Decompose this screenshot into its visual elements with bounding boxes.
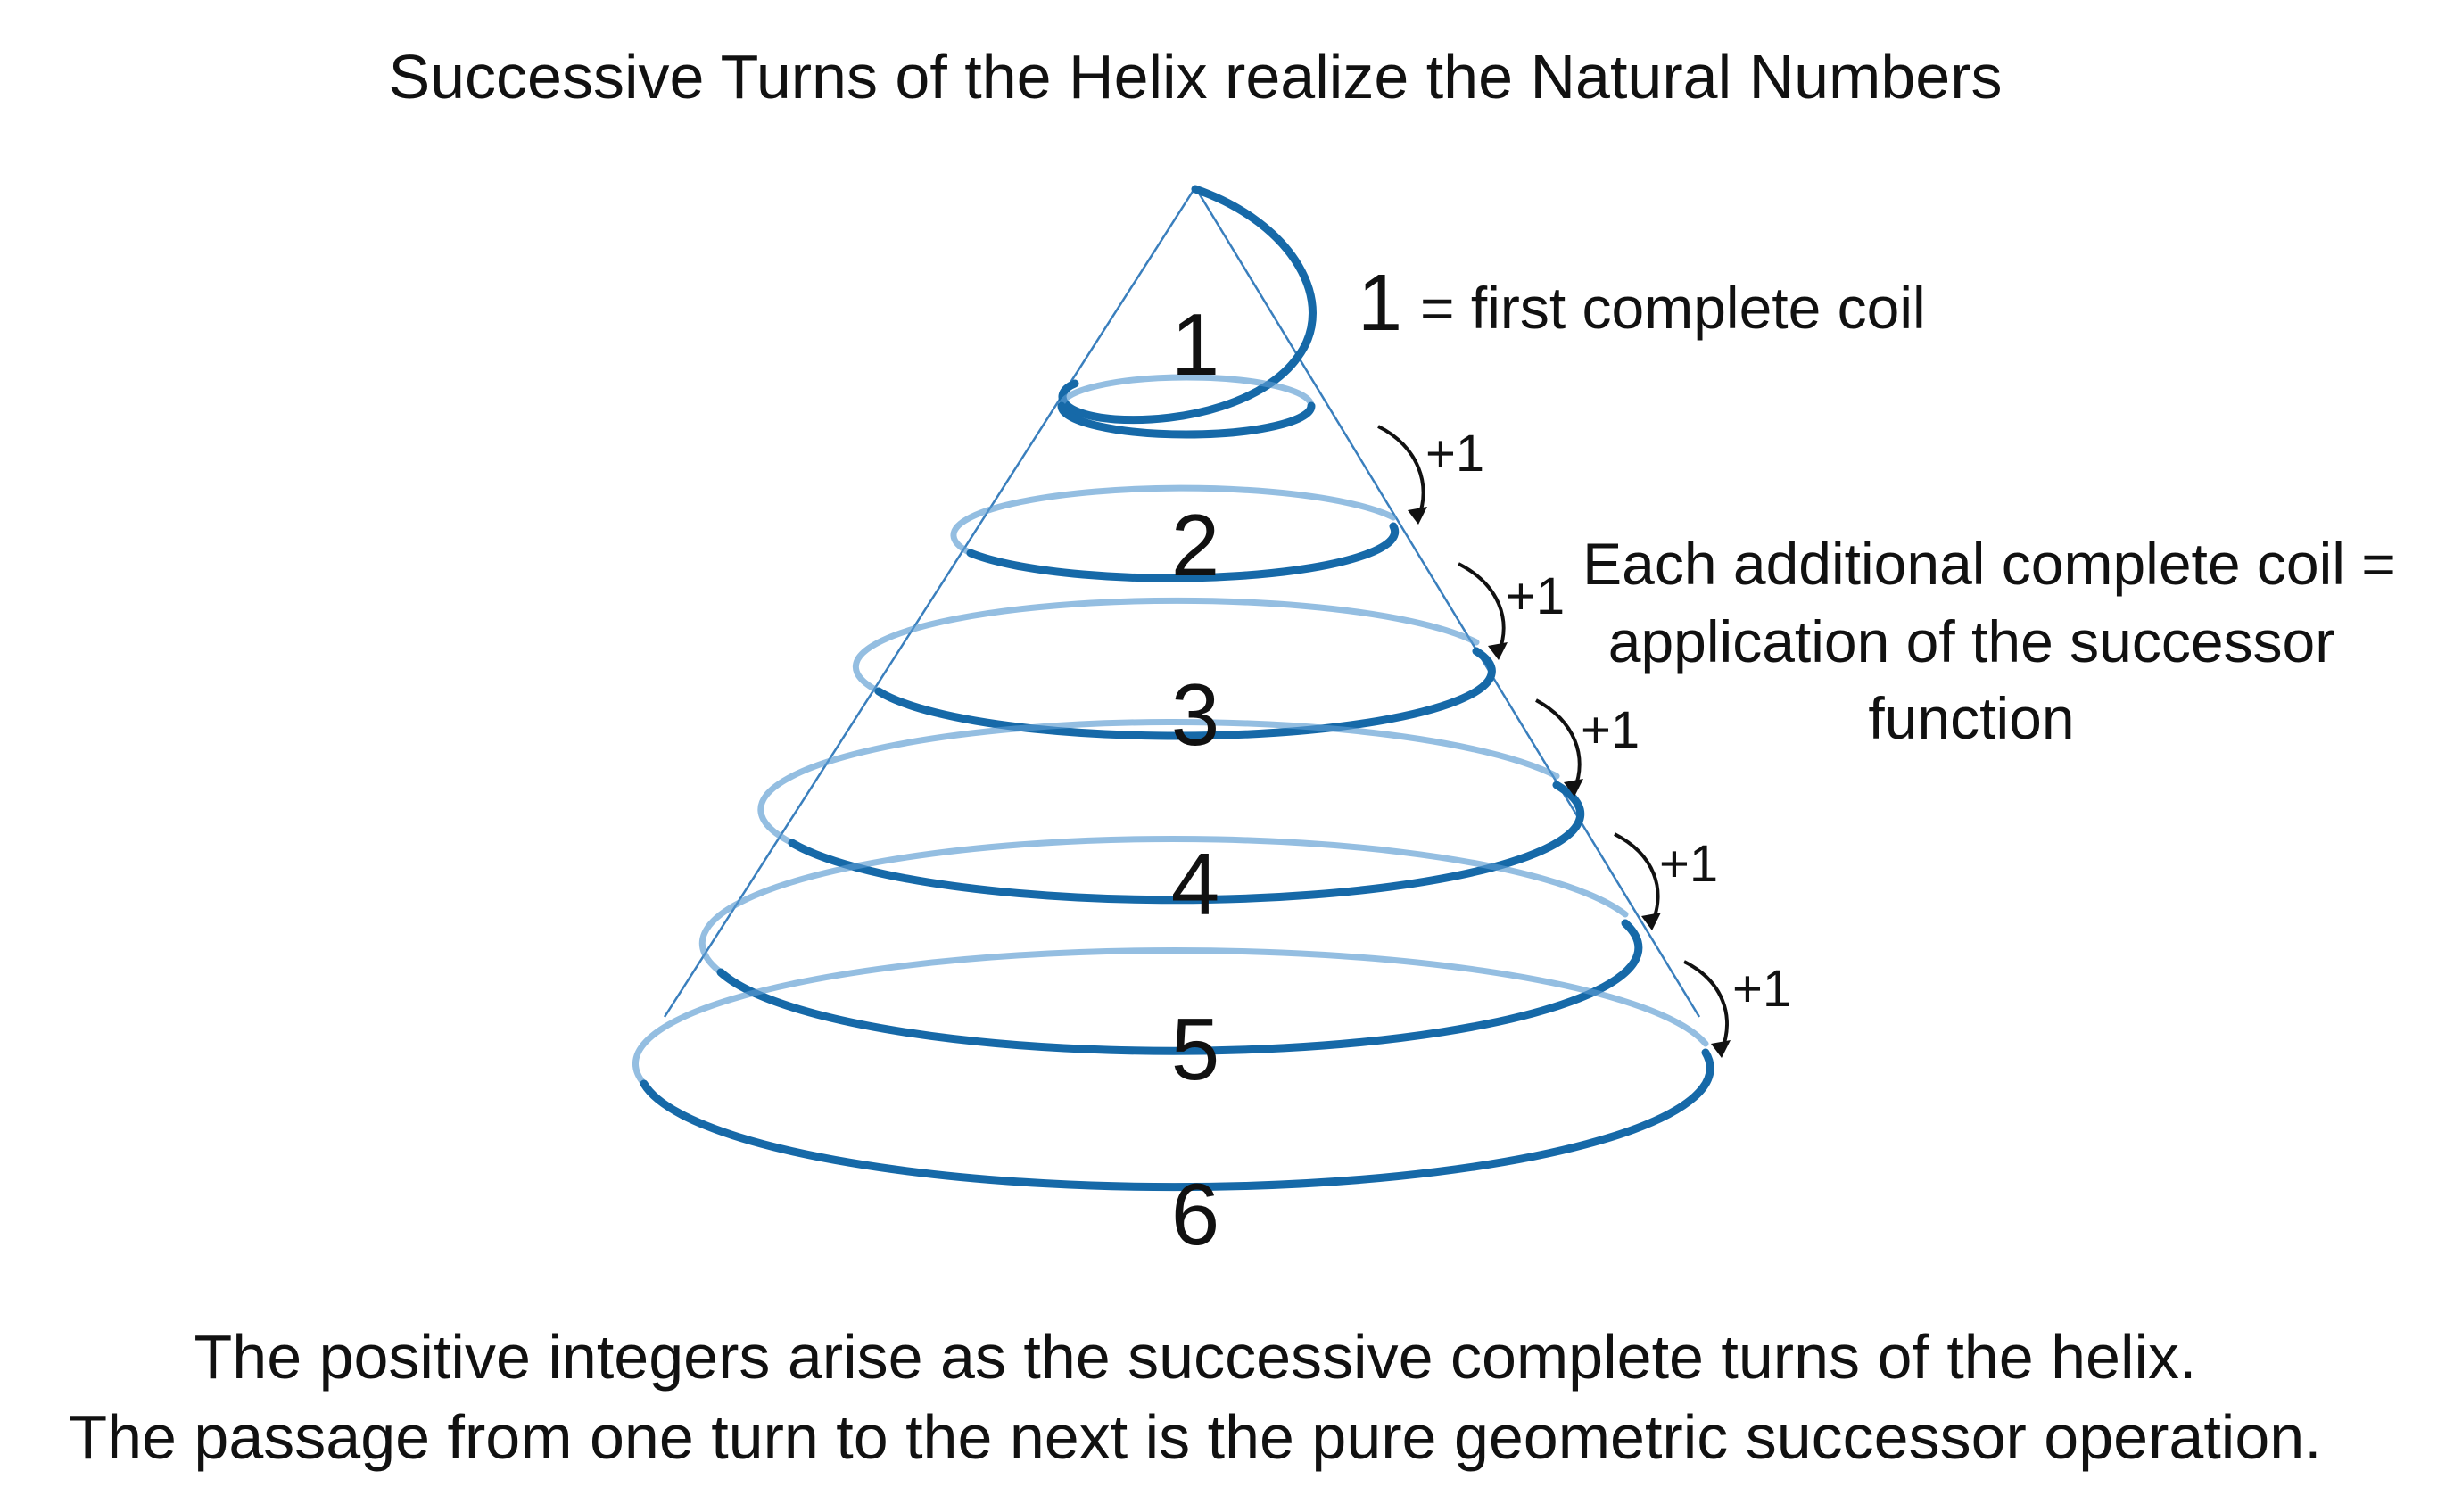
successor-note-line-1: Each additional complete coil = bbox=[1582, 531, 2396, 597]
coil-1-back bbox=[1058, 374, 1315, 409]
first-coil-text: = first complete coil bbox=[1420, 275, 1926, 341]
successor-arrow-3-head bbox=[1564, 779, 1583, 797]
successor-arrow-5-curve bbox=[1683, 960, 1729, 1052]
caption: The positive integers arise as the succe… bbox=[69, 1322, 2321, 1472]
coil-3-front bbox=[874, 647, 1496, 740]
successor-arrow-5: +1 bbox=[1683, 960, 1791, 1058]
successor-label-3: +1 bbox=[1581, 701, 1640, 759]
successor-label-5: +1 bbox=[1732, 960, 1791, 1018]
successor-arrow-1: +1 bbox=[1377, 425, 1484, 525]
caption-line-1: The positive integers arise as the succe… bbox=[194, 1322, 2197, 1392]
helix-coils bbox=[632, 185, 1714, 1192]
coil-5-front bbox=[716, 919, 1643, 1055]
coil-label-5: 5 bbox=[1171, 1000, 1220, 1098]
successor-arrow-4-head bbox=[1641, 913, 1661, 930]
successor-arrow-2-head bbox=[1488, 642, 1508, 660]
diagram-title: Successive Turns of the Helix realize th… bbox=[388, 42, 2002, 112]
successor-label-2: +1 bbox=[1506, 567, 1565, 625]
coil-3-back bbox=[852, 597, 1480, 695]
successor-arrow-3-curve bbox=[1535, 698, 1582, 790]
successor-arrow-3: +1 bbox=[1535, 698, 1640, 797]
first-coil-note: 1 = first complete coil bbox=[1358, 259, 1926, 348]
coil-2-back bbox=[950, 484, 1397, 557]
successor-arrow-1-head bbox=[1408, 507, 1427, 525]
coil-2-front bbox=[966, 522, 1400, 582]
first-coil-number: 1 bbox=[1358, 259, 1402, 348]
coil-label-1: 1 bbox=[1171, 295, 1220, 393]
successor-label-4: +1 bbox=[1659, 835, 1718, 893]
coil-4-front bbox=[788, 781, 1585, 905]
coil-label-4: 4 bbox=[1171, 835, 1220, 933]
cone-right-edge bbox=[1194, 186, 1701, 1018]
successor-note-line-3: function bbox=[1868, 685, 2074, 751]
cone-left-edge bbox=[663, 186, 1197, 1018]
successor-arrow-1-curve bbox=[1377, 425, 1425, 518]
coil-label-6: 6 bbox=[1171, 1165, 1220, 1263]
coil-5-back bbox=[698, 835, 1629, 976]
successor-arrow-5-head bbox=[1711, 1040, 1731, 1058]
successor-note-line-2: application of the successor bbox=[1608, 608, 2334, 674]
successor-arrow-4-curve bbox=[1614, 832, 1660, 924]
successor-arrow-2-curve bbox=[1458, 562, 1506, 654]
successor-arrow-4: +1 bbox=[1614, 832, 1718, 930]
caption-line-2: The passage from one turn to the next is… bbox=[69, 1402, 2321, 1472]
cone-outline bbox=[663, 186, 1701, 1018]
successor-arrow-2: +1 bbox=[1458, 562, 1565, 660]
successor-arrows: +1 +1 +1 +1 +1 bbox=[1377, 425, 1791, 1058]
coil-label-2: 2 bbox=[1171, 496, 1220, 594]
coil-6-back bbox=[632, 946, 1709, 1087]
successor-label-1: +1 bbox=[1425, 425, 1484, 483]
coil-6-front bbox=[640, 1048, 1714, 1192]
coil-number-labels: 1 2 3 4 5 6 bbox=[1171, 295, 1220, 1263]
coil-label-3: 3 bbox=[1171, 665, 1220, 764]
coil-4-back bbox=[757, 718, 1560, 847]
coil-1-front bbox=[1057, 401, 1316, 439]
successor-note: Each additional complete coil = applicat… bbox=[1582, 531, 2396, 751]
helix-apex-segment bbox=[1058, 185, 1317, 425]
